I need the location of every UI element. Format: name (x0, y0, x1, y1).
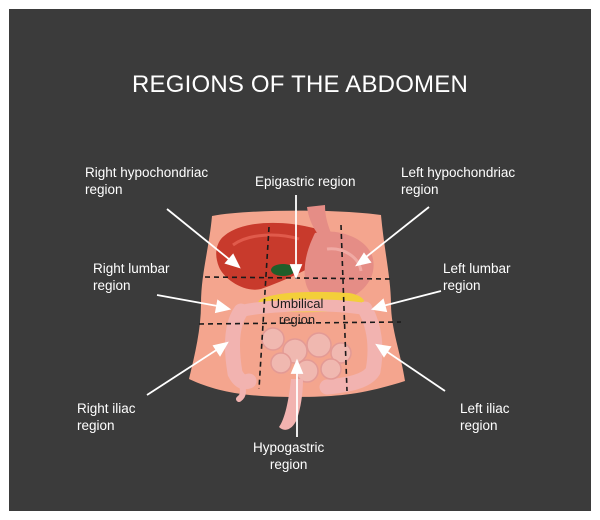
small-intestine (261, 327, 352, 383)
label-umbilical: Umbilical region (270, 296, 324, 327)
transverse-colon (235, 299, 371, 317)
label-right-iliac: Right iliac region (77, 401, 136, 433)
label-hypogastric: Hypogastric region (253, 440, 325, 472)
abdomen-illustration (146, 195, 446, 437)
diagram-title: REGIONS OF THE ABDOMEN (131, 71, 468, 98)
esophagus (307, 205, 331, 235)
pointer-arrows (146, 195, 446, 437)
diagram-panel: REGIONS OF THE ABDOMEN (9, 9, 591, 511)
label-right-lumbar: Right lumbar region (93, 261, 170, 293)
gallbladder (271, 264, 295, 276)
label-left-lumbar: Left lumbar region (443, 261, 511, 293)
label-epigastric: Epigastric region (255, 174, 356, 189)
label-right-hypochondriac: Right hypochondriac region (85, 165, 209, 197)
label-left-hypochondriac: Left hypochondriac region (401, 165, 516, 197)
descending-colon (319, 301, 383, 395)
label-left-iliac: Left iliac region (460, 401, 510, 433)
stomach (304, 231, 374, 302)
region-grid (198, 224, 402, 392)
appendix (236, 376, 246, 402)
